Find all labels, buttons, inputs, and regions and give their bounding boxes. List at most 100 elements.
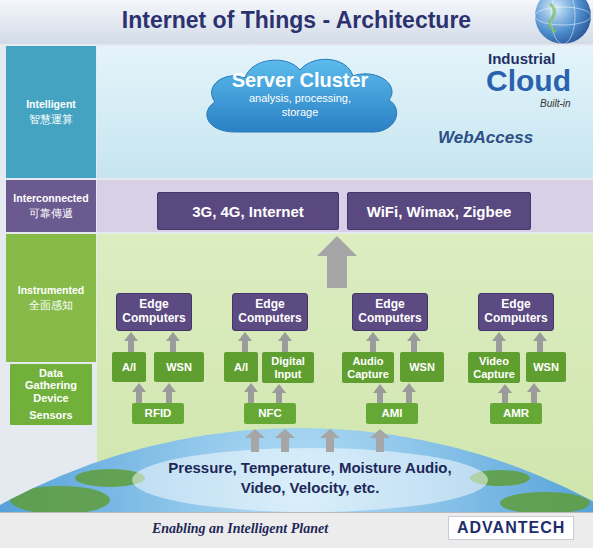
node-body: 全面感知 xyxy=(9,299,93,312)
arrow-shaft xyxy=(276,393,282,403)
flow-arrow xyxy=(162,383,176,403)
arrow-shaft xyxy=(406,392,412,403)
node-heading: Edge Computers xyxy=(356,298,424,326)
node-heading: Edge Computers xyxy=(120,298,188,326)
node-heading: AMI xyxy=(369,407,415,420)
flow-arrow xyxy=(498,384,512,403)
node-heading: Edge Computers xyxy=(482,298,550,326)
node-body: analysis, processing, storage xyxy=(230,92,370,118)
arrow-head xyxy=(278,332,292,341)
sensor-box: NFC xyxy=(244,403,296,424)
device-box: Audio Capture xyxy=(342,352,394,383)
device-box: A/I xyxy=(224,352,258,382)
tagline: Enabling an Intelligent Planet xyxy=(90,521,390,537)
sensor-box: AMR xyxy=(490,403,542,424)
sensor-box: RFID xyxy=(132,403,184,424)
arrow-shaft xyxy=(242,341,248,352)
flow-arrow xyxy=(244,383,258,403)
arrow-shaft xyxy=(377,393,383,403)
node-heading: Edge Computers xyxy=(236,298,304,326)
edge-computer-box: Edge Computers xyxy=(232,293,308,331)
arrow-shaft xyxy=(411,341,417,352)
arrow-shaft xyxy=(128,341,134,352)
arrow-head xyxy=(124,332,138,341)
server-cloud: Server Clusteranalysis, processing, stor… xyxy=(195,52,405,136)
node-heading: WiFi, Wimax, Zigbee xyxy=(351,203,527,220)
node-heading: Data Gathering Device xyxy=(13,367,89,403)
node-heading: Server Cluster xyxy=(198,69,402,92)
node-heading: Sensors xyxy=(13,409,89,421)
edge-computer-box: Edge Computers xyxy=(116,293,192,331)
arrow-head xyxy=(407,332,421,341)
flow-arrow xyxy=(492,332,506,352)
node-heading: Intelligent xyxy=(9,98,93,111)
arrow-shaft xyxy=(496,341,502,352)
node-heading: WSN xyxy=(529,361,563,373)
node-heading: Digital Input xyxy=(265,355,311,379)
flow-arrow xyxy=(238,332,252,352)
node-heading: Audio Capture xyxy=(345,355,391,379)
device-box: Video Capture xyxy=(468,352,520,383)
device-box: A/I xyxy=(112,352,146,382)
arrow-head xyxy=(498,384,512,393)
arrow-shaft xyxy=(502,393,508,403)
logo-text: Cloud xyxy=(486,66,571,96)
globe-caption: Pressure, Temperature, Moisture Audio, V… xyxy=(160,458,460,497)
arrow-shaft xyxy=(370,341,376,352)
flow-arrow xyxy=(402,383,416,403)
arrow-head xyxy=(272,384,286,393)
arrow-head xyxy=(166,332,180,341)
device-box: WSN xyxy=(526,352,566,382)
arrow-head xyxy=(238,332,252,341)
arrow-head xyxy=(366,332,380,341)
edge-computer-box: Edge Computers xyxy=(352,293,428,331)
arrow-head xyxy=(132,383,146,392)
edge-computer-box: Edge Computers xyxy=(478,293,554,331)
flow-arrow xyxy=(166,332,180,352)
node-heading: WSN xyxy=(403,361,441,373)
device-box: Digital Input xyxy=(262,352,314,383)
device-box: WSN xyxy=(400,352,444,382)
node-heading: RFID xyxy=(135,407,181,420)
flow-arrow xyxy=(407,332,421,352)
arrow-head xyxy=(492,332,506,341)
arrow-shaft xyxy=(537,341,543,352)
arrow-shaft xyxy=(531,392,537,403)
logo-text: Industrial xyxy=(488,50,556,67)
layer-label: Instrumented 全面感知 xyxy=(6,234,96,362)
flow-arrow xyxy=(272,384,286,403)
node-body: 智慧運算 xyxy=(9,113,93,126)
sensor-box: AMI xyxy=(366,403,418,424)
arrow-shaft xyxy=(136,392,142,403)
arrow-head xyxy=(527,383,541,392)
node-heading: Interconnected xyxy=(9,192,93,205)
arrow-head xyxy=(373,384,387,393)
flow-arrow xyxy=(527,383,541,403)
brand-logo: ADVANTECH xyxy=(448,516,574,540)
arrow-head xyxy=(244,383,258,392)
node-heading: NFC xyxy=(247,407,293,420)
arrow-head xyxy=(402,383,416,392)
arrow-shaft xyxy=(248,392,254,403)
node-heading: AMR xyxy=(493,407,539,420)
node-heading: A/I xyxy=(115,361,143,373)
layer-label: Interconnected可靠傳遞 xyxy=(6,180,96,232)
flow-arrow xyxy=(533,332,547,352)
arrow-shaft xyxy=(282,341,288,352)
flow-arrow xyxy=(132,383,146,403)
flow-arrow xyxy=(373,384,387,403)
flow-arrow xyxy=(124,332,138,352)
node-heading: A/I xyxy=(227,361,255,373)
layer-label: Intelligent 智慧運算 xyxy=(6,46,96,178)
row-label: Sensors xyxy=(10,406,92,425)
network-box: 3G, 4G, Internet xyxy=(157,192,339,230)
network-box: WiFi, Wimax, Zigbee xyxy=(347,192,531,230)
arrow-head xyxy=(162,383,176,392)
node-heading: Video Capture xyxy=(471,355,517,379)
node-heading: Instrumented xyxy=(9,284,93,297)
logo-text: Built-in xyxy=(540,98,571,109)
arrow-shaft xyxy=(166,392,172,403)
device-box: WSN xyxy=(154,352,204,382)
flow-arrow xyxy=(366,332,380,352)
product-logo: WebAccess xyxy=(438,128,533,148)
